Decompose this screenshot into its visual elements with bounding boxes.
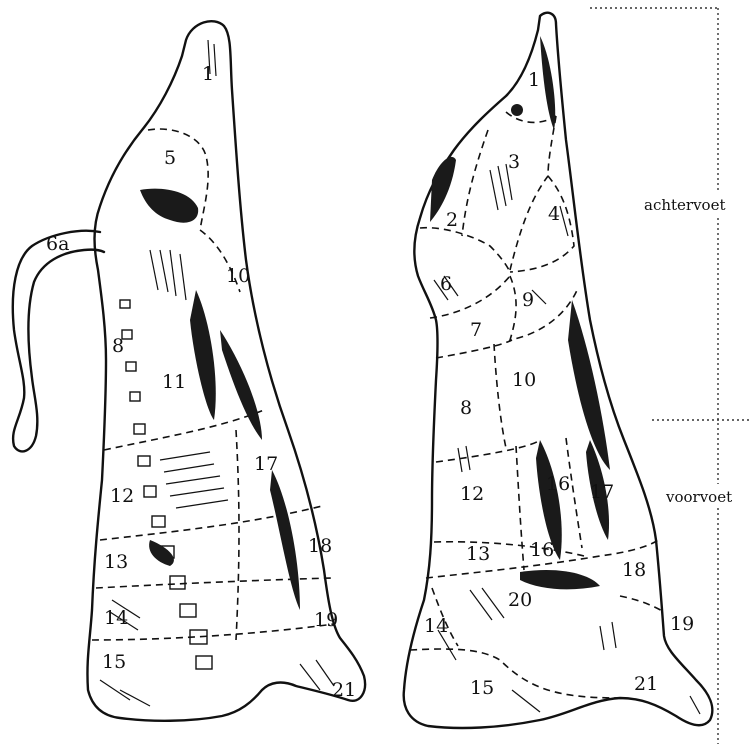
left-carcass: 1 5 6a 8 10 11 12 13 14 15 17 18 19 21	[13, 21, 365, 721]
achtervoet-label: achtervoet	[644, 196, 726, 214]
left-label-8: 8	[112, 335, 124, 357]
right-cut-8-12	[436, 440, 540, 462]
right-label-1: 1	[528, 69, 540, 91]
right-label-19: 19	[670, 613, 694, 635]
left-cut-11-12	[104, 410, 264, 450]
right-label-12: 12	[460, 483, 484, 505]
voorvoet-label: voorvoet	[665, 488, 732, 506]
left-cut-vertical	[236, 430, 239, 640]
right-cut-18-19	[620, 596, 664, 612]
right-cut-3-4	[510, 116, 556, 270]
left-label-1: 1	[202, 63, 214, 85]
right-cut-7-8	[436, 340, 512, 358]
left-label-15: 15	[102, 651, 126, 673]
right-label-9: 9	[522, 289, 534, 311]
left-label-18: 18	[308, 535, 332, 557]
right-label-16-upper: 16	[546, 473, 570, 495]
right-label-20: 20	[508, 589, 532, 611]
left-label-17: 17	[254, 453, 278, 475]
right-label-13: 13	[466, 543, 490, 565]
right-label-17: 17	[590, 481, 614, 503]
right-label-3: 3	[508, 151, 520, 173]
left-cut-14-15	[92, 624, 334, 640]
right-cut-8-10	[494, 344, 506, 448]
left-label-13: 13	[104, 551, 128, 573]
right-cut-2-3	[462, 130, 488, 236]
left-tail-outline	[13, 231, 104, 452]
right-cut-15	[410, 649, 620, 698]
left-label-19: 19	[314, 609, 338, 631]
right-cut-2-6	[420, 228, 510, 272]
left-label-5: 5	[164, 147, 176, 169]
right-carcass-outline	[404, 13, 713, 728]
left-label-14: 14	[104, 607, 128, 629]
left-label-6a: 6a	[46, 233, 69, 255]
right-label-10: 10	[512, 369, 536, 391]
right-cut-9	[510, 276, 578, 340]
right-label-4: 4	[548, 203, 560, 225]
left-label-11: 11	[162, 371, 186, 393]
right-label-6: 6	[440, 273, 452, 295]
left-label-21: 21	[332, 679, 356, 701]
right-label-7: 7	[470, 319, 482, 341]
right-label-8: 8	[460, 397, 472, 419]
right-cut-16-vertical	[516, 446, 524, 570]
right-label-2: 2	[446, 209, 458, 231]
right-label-14: 14	[424, 615, 448, 637]
right-label-16-lower: 16	[530, 539, 554, 561]
right-label-21: 21	[634, 673, 658, 695]
right-hatching	[434, 164, 700, 714]
left-label-12: 12	[110, 485, 134, 507]
right-label-15: 15	[470, 677, 494, 699]
right-label-18: 18	[622, 559, 646, 581]
left-label-10: 10	[226, 265, 250, 287]
right-carcass: 1 2 3 4 6 7 8 9 10 12 13 14 15 16 16 17 …	[404, 13, 713, 728]
